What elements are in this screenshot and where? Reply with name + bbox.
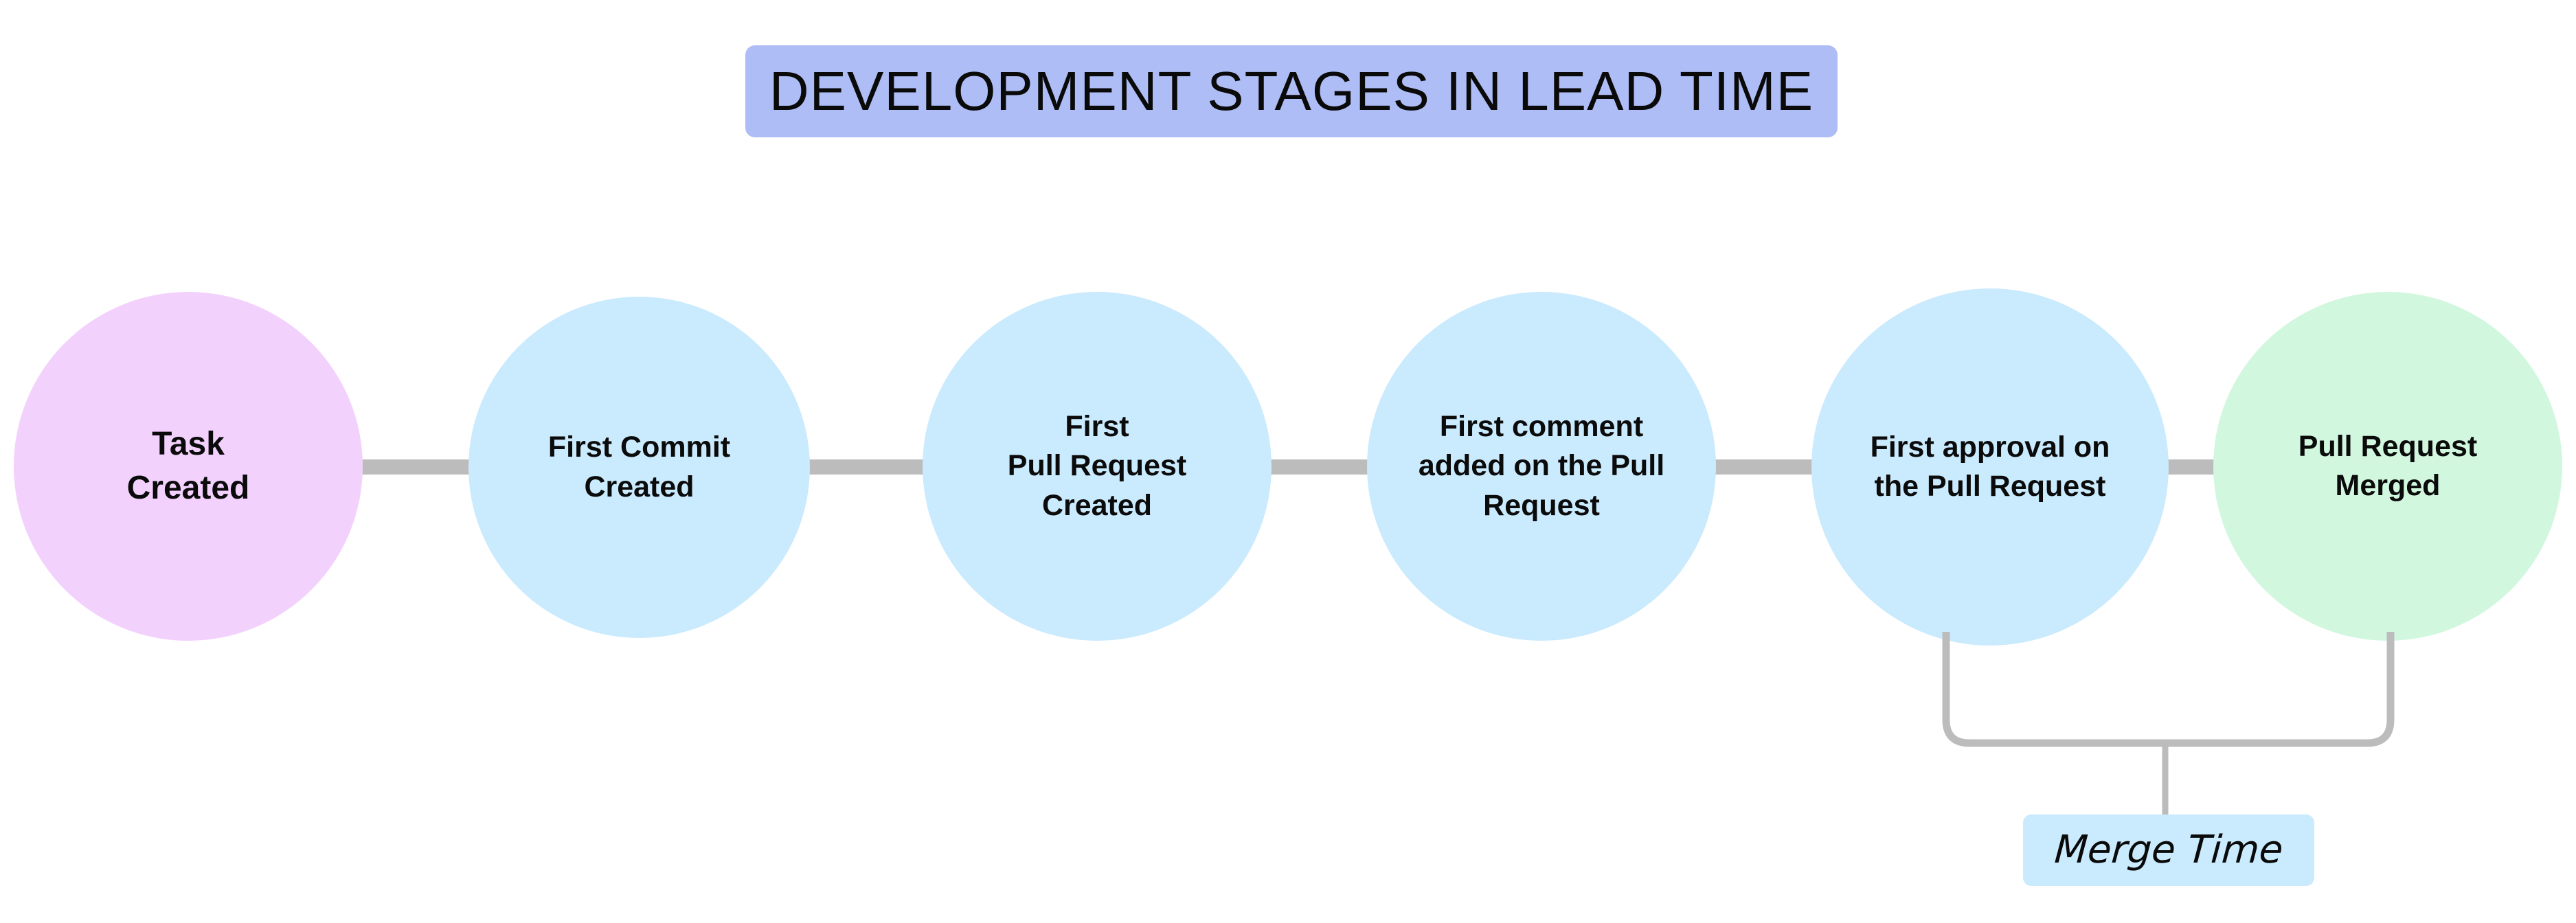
merge-time-label: Merge Time xyxy=(2053,828,2285,872)
stage-connector xyxy=(359,459,473,475)
stage-label: First comment added on the Pull Request xyxy=(1418,410,1665,522)
stage-connector xyxy=(1710,459,1815,475)
stage-node-first-commit-created[interactable]: First Commit Created xyxy=(468,297,810,638)
stage-label: First approval on the Pull Request xyxy=(1870,430,2110,503)
stage-connector xyxy=(807,459,925,475)
stage-connector xyxy=(2164,459,2217,475)
stage-connector xyxy=(1264,459,1371,475)
stage-node-first-approval-on-pull-request[interactable]: First approval on the Pull Request xyxy=(1811,288,2169,646)
stage-node-pull-request-merged[interactable]: Pull Request Merged xyxy=(2213,292,2562,641)
stage-node-first-comment-on-pull-request[interactable]: First comment added on the Pull Request xyxy=(1367,292,1716,641)
stage-label: Task Created xyxy=(126,426,250,506)
stage-node-first-pull-request-created[interactable]: First Pull Request Created xyxy=(923,292,1272,641)
stage-node-task-created[interactable]: Task Created xyxy=(14,292,363,641)
page-title: DEVELOPMENT STAGES IN LEAD TIME xyxy=(769,60,1814,122)
stage-label: Pull Request Merged xyxy=(2298,429,2478,502)
merge-time-badge[interactable]: Merge Time xyxy=(2023,814,2314,886)
bracket-path xyxy=(1942,632,2395,747)
stage-label: First Pull Request Created xyxy=(1007,410,1187,522)
stage-label: First Commit Created xyxy=(547,431,731,503)
diagram-title-banner: DEVELOPMENT STAGES IN LEAD TIME xyxy=(745,45,1838,137)
